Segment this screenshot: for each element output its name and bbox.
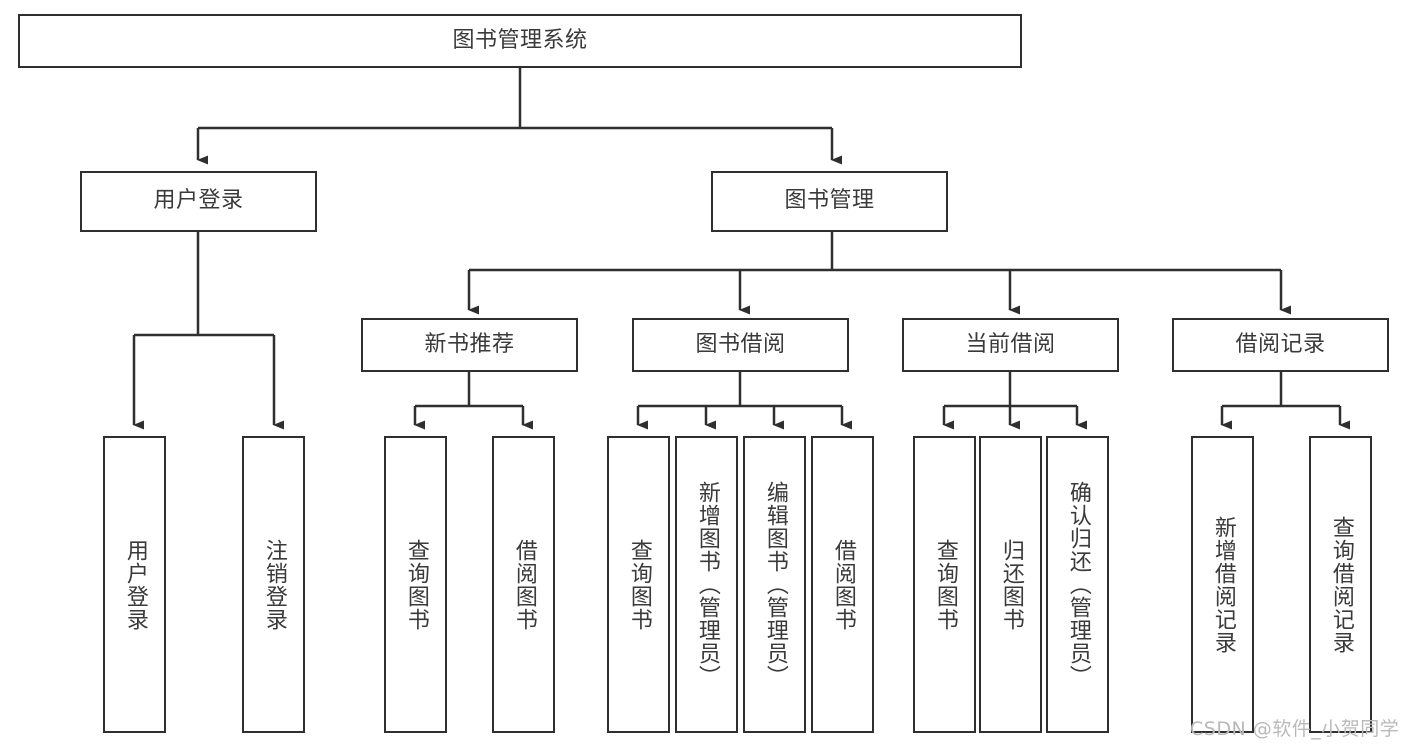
node-label: 借阅图书 — [511, 538, 537, 631]
leaf-user-logout[interactable]: 注销登录 — [242, 436, 305, 733]
node-label: 查询图书 — [932, 538, 958, 631]
node-label: 查询图书 — [403, 538, 429, 631]
node-label: 用户登录 — [153, 188, 244, 214]
node-current-borrow[interactable]: 当前借阅 — [902, 318, 1119, 372]
node-label: 新增图书（管理员） — [694, 481, 720, 688]
leaf-borrow-query-book[interactable]: 查询图书 — [607, 436, 670, 733]
leaf-current-query-book[interactable]: 查询图书 — [913, 436, 976, 733]
node-label: 查询图书 — [626, 538, 652, 631]
node-borrow-record[interactable]: 借阅记录 — [1172, 318, 1389, 372]
leaf-current-return-book[interactable]: 归还图书 — [979, 436, 1042, 733]
leaf-current-confirm-return-admin[interactable]: 确认归还（管理员） — [1046, 436, 1109, 733]
node-label: 注销登录 — [261, 538, 287, 631]
node-label: 用户登录 — [122, 538, 148, 631]
node-label: 借阅图书 — [830, 538, 856, 631]
node-label: 新增借阅记录 — [1210, 515, 1236, 654]
node-user-login[interactable]: 用户登录 — [80, 171, 317, 232]
leaf-borrow-add-book-admin[interactable]: 新增图书（管理员） — [675, 436, 738, 733]
node-book-management[interactable]: 图书管理 — [711, 171, 948, 232]
leaf-borrow-edit-book-admin[interactable]: 编辑图书（管理员） — [743, 436, 806, 733]
node-book-borrow[interactable]: 图书借阅 — [632, 318, 849, 372]
node-label: 图书管理 — [784, 188, 875, 214]
node-new-book-recommend[interactable]: 新书推荐 — [361, 318, 578, 372]
node-label: 当前借阅 — [965, 331, 1056, 357]
node-label: 图书管理系统 — [452, 27, 588, 53]
leaf-recommend-query-book[interactable]: 查询图书 — [384, 436, 447, 733]
csdn-watermark: CSDN @软件_小贺同学 — [1190, 718, 1400, 740]
node-label: 编辑图书（管理员） — [762, 481, 788, 688]
leaf-user-login[interactable]: 用户登录 — [103, 436, 166, 733]
leaf-record-query-borrow-record[interactable]: 查询借阅记录 — [1309, 436, 1372, 733]
node-label: 查询借阅记录 — [1328, 515, 1354, 654]
node-label: 归还图书 — [998, 538, 1024, 631]
leaf-record-add-borrow-record[interactable]: 新增借阅记录 — [1191, 436, 1254, 733]
node-label: 图书借阅 — [695, 331, 786, 357]
node-label: 借阅记录 — [1235, 331, 1326, 357]
node-label: 新书推荐 — [424, 331, 515, 357]
node-root-system[interactable]: 图书管理系统 — [18, 14, 1022, 68]
leaf-borrow-borrow-book[interactable]: 借阅图书 — [811, 436, 874, 733]
node-label: 确认归还（管理员） — [1065, 481, 1091, 688]
leaf-recommend-borrow-book[interactable]: 借阅图书 — [492, 436, 555, 733]
